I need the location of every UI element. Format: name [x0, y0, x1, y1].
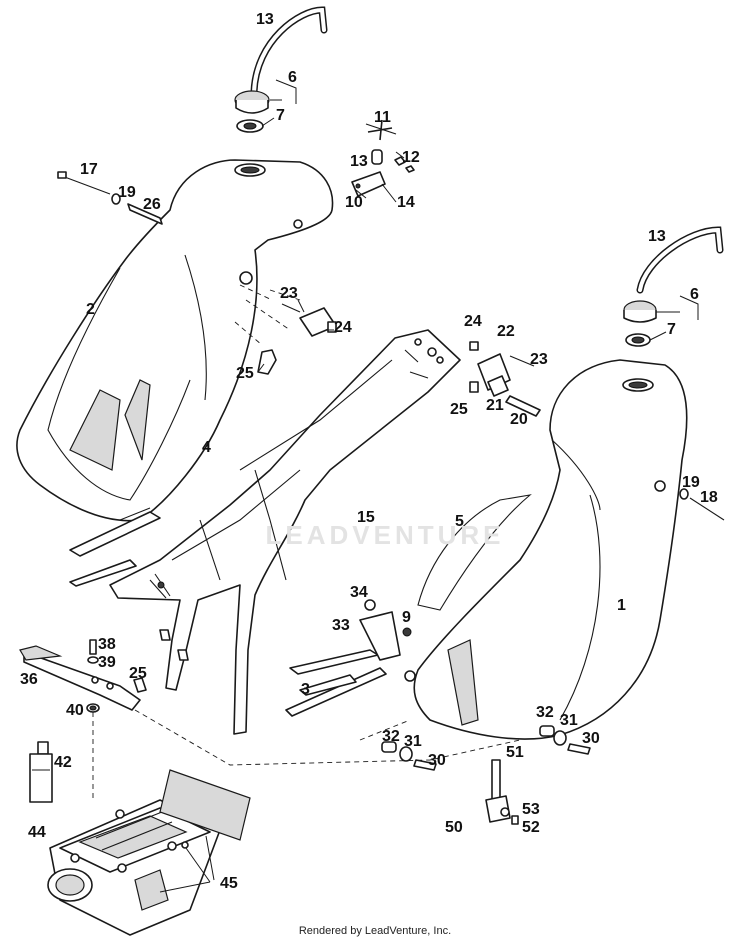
spacers-lower — [381, 725, 591, 771]
bracket-right-cluster — [469, 341, 541, 417]
callout-32-left: 32 — [382, 728, 400, 745]
callout-25-lower: 25 — [129, 665, 147, 682]
callout-50: 50 — [445, 819, 463, 836]
bracket-23-24-left — [281, 303, 337, 337]
callout-6-right: 6 — [690, 286, 699, 303]
callout-7-right: 7 — [667, 321, 676, 338]
callout-38: 38 — [98, 636, 116, 653]
callout-33: 33 — [332, 617, 350, 634]
callout-7: 7 — [276, 107, 285, 124]
callout-40: 40 — [66, 702, 84, 719]
fuel-petcock — [485, 759, 519, 825]
callout-52: 52 — [522, 819, 540, 836]
callout-53: 53 — [522, 801, 540, 818]
bracket-33-34-9 — [359, 599, 412, 661]
callout-15: 15 — [357, 509, 375, 526]
callout-31-left: 31 — [404, 733, 422, 750]
callout-30-left: 30 — [428, 752, 446, 769]
callout-17: 17 — [80, 161, 98, 178]
callout-1: 1 — [617, 597, 626, 614]
callout-3: 3 — [301, 681, 310, 698]
callout-12: 12 — [402, 149, 420, 166]
callout-13-mid: 13 — [350, 153, 368, 170]
fuel-tank-right — [404, 226, 725, 740]
callout-44: 44 — [28, 824, 46, 841]
callout-2: 2 — [86, 301, 95, 318]
callout-9: 9 — [402, 609, 411, 626]
callout-23-left: 23 — [280, 285, 298, 302]
callout-4: 4 — [202, 439, 211, 456]
callout-45: 45 — [220, 875, 238, 892]
callout-23-right: 23 — [530, 351, 548, 368]
callout-24-left: 24 — [334, 319, 352, 336]
footer-credit: Rendered by LeadVenture, Inc. — [298, 925, 452, 937]
callout-10: 10 — [345, 194, 363, 211]
callout-6: 6 — [288, 69, 297, 86]
callout-11: 11 — [374, 109, 391, 126]
fuel-tank-left — [16, 6, 415, 522]
callout-18: 18 — [700, 489, 718, 506]
clip-25-left — [257, 349, 277, 375]
callout-32-right: 32 — [536, 704, 554, 721]
watermark: LEADVENTURE — [265, 520, 505, 550]
airbox — [47, 769, 251, 936]
plate-36 — [19, 639, 147, 713]
callout-13-right: 13 — [648, 228, 666, 245]
callout-25-left: 25 — [236, 365, 254, 382]
callout-51: 51 — [506, 744, 524, 761]
callout-26: 26 — [143, 196, 161, 213]
callout-5: 5 — [455, 513, 464, 530]
callout-24-right: 24 — [464, 313, 482, 330]
callout-20: 20 — [510, 411, 528, 428]
sealant-bottle — [29, 741, 53, 803]
callout-21: 21 — [486, 397, 504, 414]
callout-42: 42 — [54, 754, 72, 771]
subframe — [69, 329, 461, 735]
callout-39: 39 — [98, 654, 116, 671]
callout-34: 34 — [350, 584, 368, 601]
callout-22: 22 — [497, 323, 515, 340]
callout-13-top: 13 — [256, 11, 274, 28]
callout-14: 14 — [397, 194, 415, 211]
callout-25-right: 25 — [450, 401, 468, 418]
callout-36: 36 — [20, 671, 38, 688]
callout-30-right: 30 — [582, 730, 600, 747]
callout-19-left: 19 — [118, 184, 136, 201]
callout-19-right: 19 — [682, 474, 700, 491]
callout-31-right: 31 — [560, 712, 578, 729]
